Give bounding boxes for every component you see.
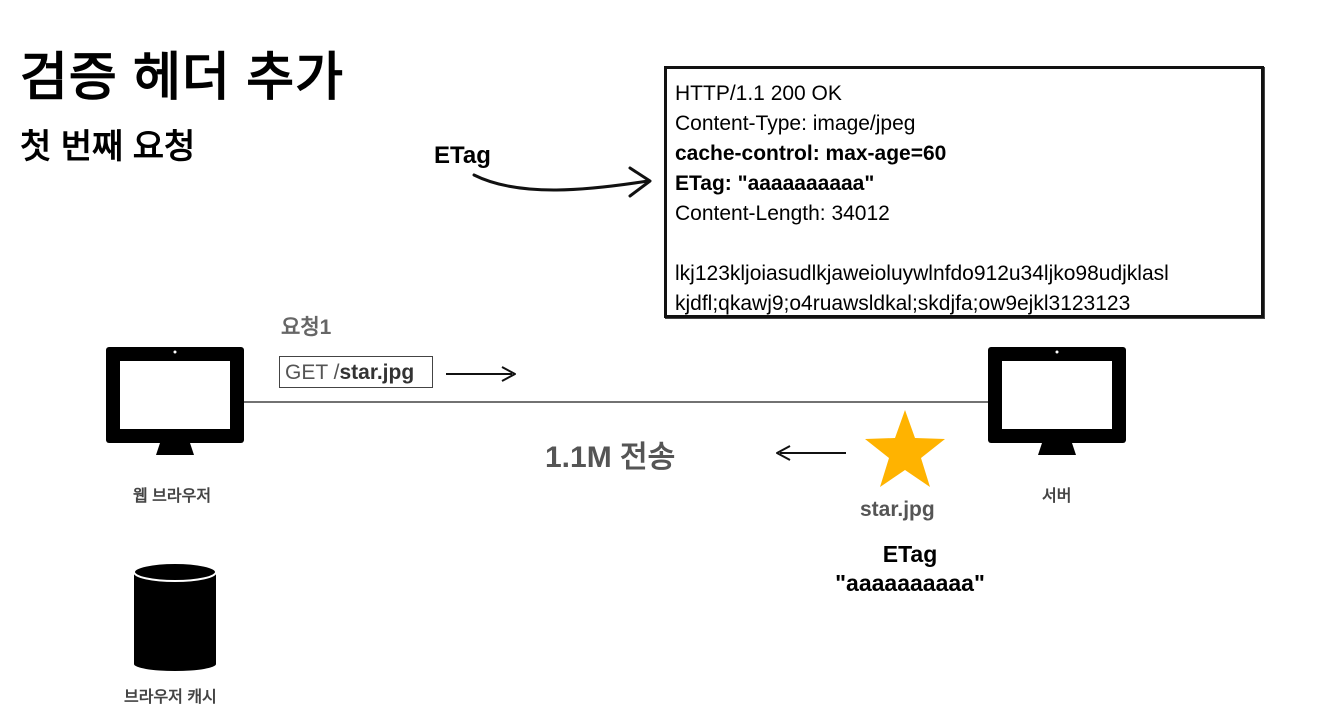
response-header-content-type: Content-Type: image/jpeg <box>675 112 916 135</box>
request-method: GET / <box>285 361 340 384</box>
request-path: star.jpg <box>339 361 415 384</box>
transfer-size-label: 1.1M 전송 <box>545 441 676 474</box>
client-label: 웹 브라우저 <box>133 488 212 505</box>
response-body-line: kjdfl;qkawj9;o4ruawsldkal;skdjfa;ow9ejkl… <box>675 292 1131 315</box>
star-icon <box>865 410 945 487</box>
resource-etag-value: "aaaaaaaaaa" <box>835 570 985 596</box>
etag-annotation-label: ETag <box>434 142 491 169</box>
response-header-etag: ETag: "aaaaaaaaaa" <box>675 172 875 195</box>
http-response-box: HTTP/1.1 200 OK Content-Type: image/jpeg… <box>664 66 1264 318</box>
cache-label: 브라우저 캐시 <box>124 689 217 706</box>
response-header-cache-control: cache-control: max-age=60 <box>675 142 947 165</box>
server-label: 서버 <box>1042 488 1072 505</box>
response-blank-line <box>675 229 1261 259</box>
resource-filename: star.jpg <box>860 498 935 521</box>
page-title: 검증 헤더 추가 <box>20 49 344 107</box>
response-status-line: HTTP/1.1 200 OK <box>675 82 842 105</box>
cache-database-icon <box>133 562 217 671</box>
page-subtitle: 첫 번째 요청 <box>20 128 196 166</box>
request-label: 요청1 <box>281 316 332 339</box>
response-header-content-length: Content-Length: 34012 <box>675 202 890 225</box>
client-monitor-icon <box>106 347 244 455</box>
request-box: GET /star.jpg <box>279 356 433 388</box>
server-monitor-icon <box>988 347 1126 455</box>
etag-curved-arrow <box>472 166 652 198</box>
resource-etag: ETag "aaaaaaaaaa" <box>800 540 1020 598</box>
response-body-line: lkj123kljoiasudlkjaweioluywlnfdo912u34lj… <box>675 262 1169 285</box>
resource-etag-key: ETag <box>882 541 938 567</box>
request-arrow <box>446 366 516 382</box>
response-arrow <box>776 445 846 461</box>
